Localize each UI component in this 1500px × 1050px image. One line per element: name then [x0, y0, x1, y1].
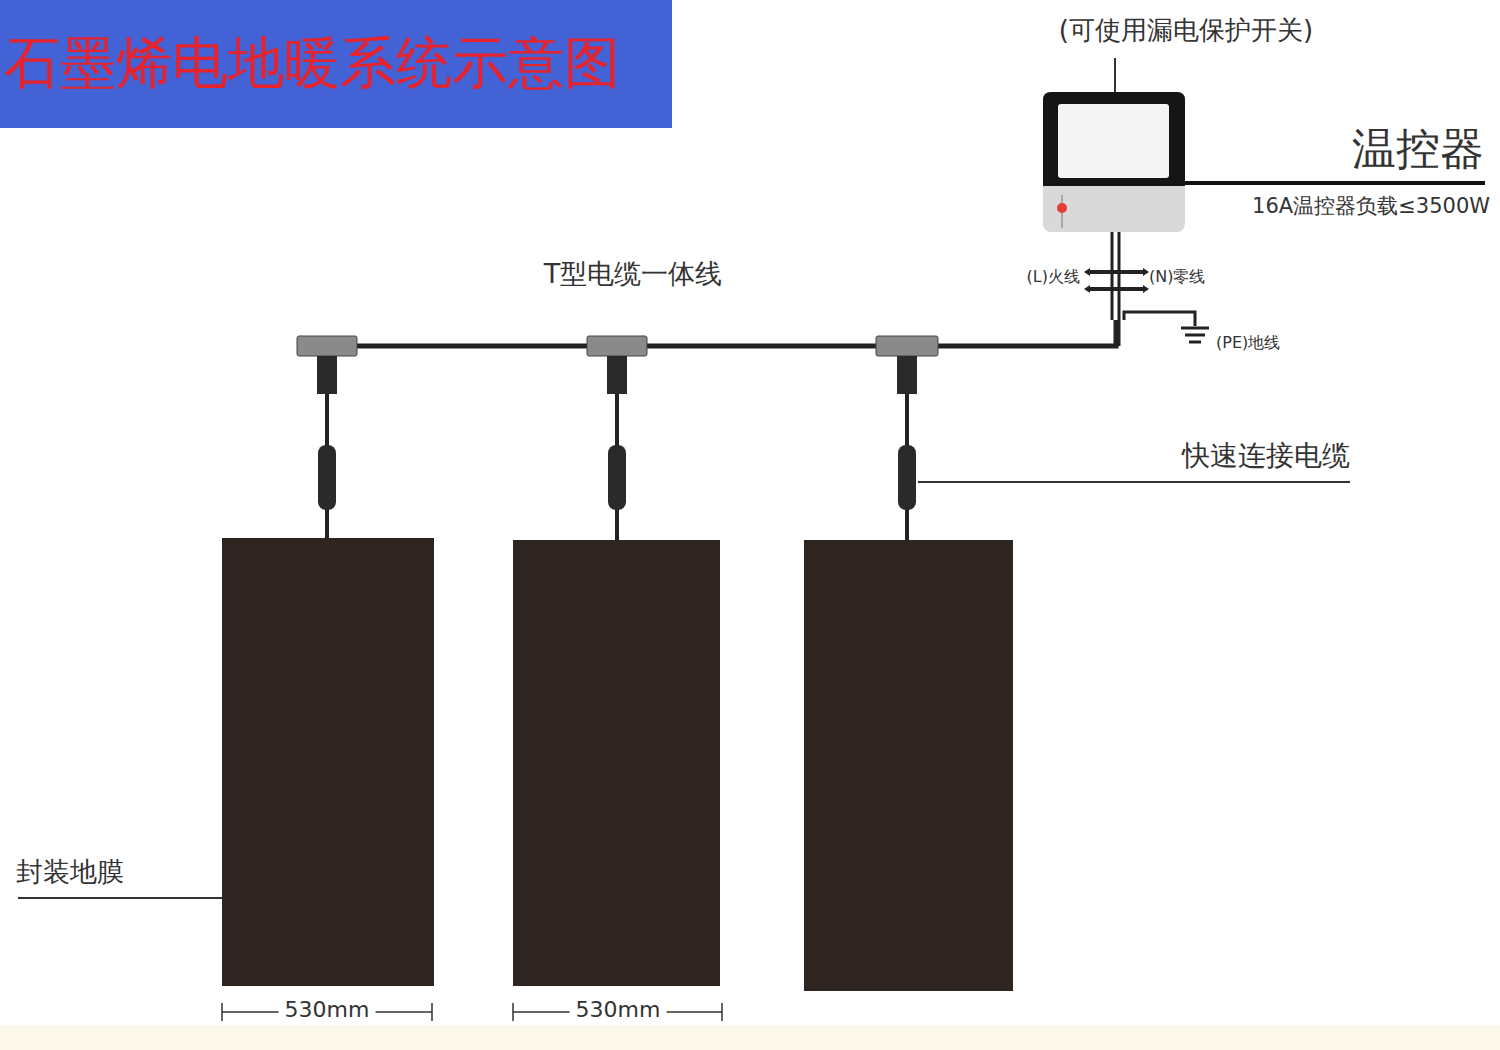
t-connector [587, 336, 647, 356]
thermostat-label: 温控器 [1352, 124, 1484, 175]
thermostat-body [1043, 92, 1185, 232]
ground-symbol [1185, 334, 1205, 337]
t-connector [297, 336, 357, 356]
cable-label: T型电缆一体线 [544, 258, 723, 289]
quick-connector [608, 445, 626, 510]
leader-line [1114, 58, 1116, 92]
title-banner [0, 0, 672, 128]
heating-film-panel [804, 540, 1013, 991]
earth-label: (PE)地线 [1216, 334, 1280, 352]
t-cable-trunk [300, 320, 1116, 346]
t-connector-stem [897, 356, 917, 394]
dimension-tick [512, 1003, 514, 1021]
earth-wire [1124, 312, 1195, 326]
dimension-tick [431, 1003, 433, 1021]
t-connector-stem [607, 356, 627, 394]
neutral-label: (N)零线 [1149, 268, 1205, 286]
dimension-tick [721, 1003, 723, 1021]
quick-connector [898, 445, 916, 510]
ground-symbol [1189, 341, 1201, 344]
dimension-text: 530mm [570, 997, 667, 1022]
heating-film-panel [222, 538, 434, 986]
breaker-note: (可使用漏电保护开关) [1059, 16, 1313, 46]
load-rating: 16A温控器负载≤3500W [1252, 194, 1490, 218]
film-label: 封装地膜 [16, 856, 124, 887]
t-connector-stem [317, 356, 337, 394]
leader-line [1185, 181, 1485, 185]
dimension-text: 530mm [279, 997, 376, 1022]
live-wire [1111, 232, 1114, 320]
live-label: (L)火线 [1027, 268, 1080, 286]
terminal-bar [1088, 287, 1145, 291]
connector-label: 快速连接电缆 [1182, 440, 1350, 472]
t-connector [876, 336, 938, 356]
dimension-tick [221, 1003, 223, 1021]
terminal-bar [1088, 270, 1145, 274]
thermostat-frame [1043, 92, 1185, 186]
leader-line [18, 897, 222, 899]
heating-film-panel [513, 540, 720, 986]
diagram-title: 石墨烯电地暖系统示意图 [4, 32, 620, 94]
terminal-arrows [1084, 268, 1149, 293]
leader-line [918, 481, 1350, 483]
indicator-light [1057, 203, 1067, 213]
thermostat-screen [1058, 104, 1169, 178]
bottom-strip [0, 1025, 1500, 1050]
ground-symbol [1181, 327, 1209, 330]
quick-connector [318, 445, 336, 510]
